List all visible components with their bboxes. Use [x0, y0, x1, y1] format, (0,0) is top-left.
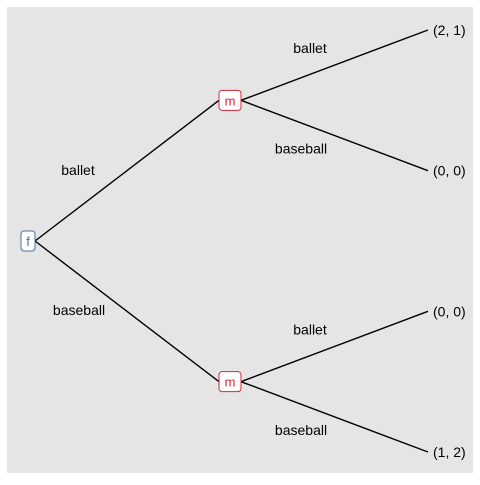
- payoff-label-root-1-1: (1, 2): [433, 444, 466, 460]
- edge-root-0-0: [240, 29, 429, 101]
- decision-node-m-root-0-box: [218, 89, 242, 111]
- payoff-label-root-0-0: (2, 1): [433, 22, 466, 38]
- plot-panel: [7, 7, 473, 473]
- labels-layer: ballet ballet (2, 1) baseball (0, 0) baseball…: [53, 22, 466, 460]
- move-label-root-0-0: ballet: [293, 40, 327, 56]
- move-label-root-1: baseball: [53, 302, 105, 318]
- payoff-label-root-1-0: (0, 0): [433, 303, 466, 319]
- edges-layer: [34, 29, 429, 453]
- edge-root-0-1: [240, 99, 429, 172]
- decision-node-m-root-1: m: [218, 371, 242, 393]
- payoff-label-root-0-1: (0, 0): [433, 163, 466, 179]
- move-label-root-0: ballet: [61, 162, 95, 178]
- edge-root-1-1: [240, 381, 429, 453]
- edge-root-0: [34, 99, 220, 242]
- decision-node-f-root-label: f: [26, 234, 30, 249]
- move-label-root-1-1: baseball: [275, 422, 327, 438]
- move-label-root-1-0: ballet: [293, 322, 327, 338]
- decision-node-m-root-0-label: m: [225, 93, 236, 108]
- decision-node-m-root-1-label: m: [225, 375, 236, 390]
- decision-node-m-root-1-box: [218, 371, 242, 393]
- decision-node-m-root-0: m: [218, 89, 242, 111]
- edge-root-1: [34, 240, 220, 383]
- nodes-layer: m m f: [20, 89, 242, 393]
- decision-node-f-root-box: [20, 230, 36, 252]
- decision-node-f-root: f: [20, 230, 36, 252]
- move-label-root-0-1: baseball: [275, 141, 327, 157]
- edge-root-1-0: [240, 310, 429, 383]
